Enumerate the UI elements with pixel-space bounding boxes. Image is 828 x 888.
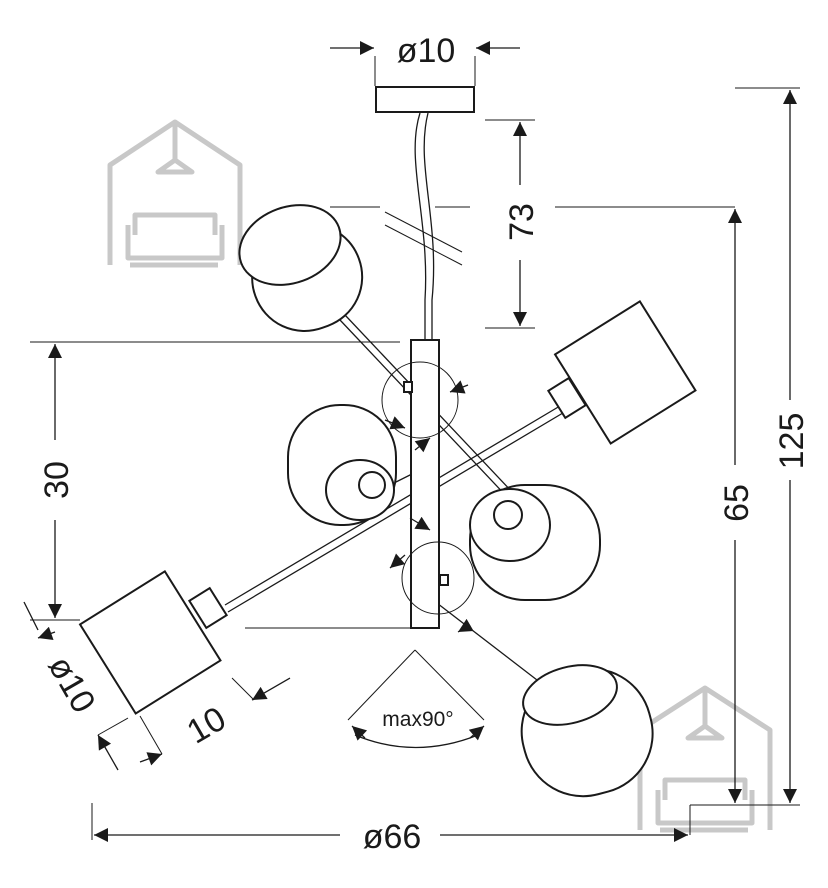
- shade-center-right: [469, 484, 601, 601]
- watermark-logo-bottom-right: [637, 685, 773, 833]
- shade-center-left: [287, 404, 397, 526]
- body-height-label: 65: [718, 484, 756, 522]
- shade-diameter-label: ø10: [40, 650, 102, 720]
- ceiling-canopy: [375, 86, 475, 113]
- total-height-label: 125: [773, 413, 811, 470]
- shade-top-left: [238, 204, 364, 332]
- overall-width-label: ø66: [363, 818, 422, 856]
- extension-lines: [30, 56, 800, 840]
- angle-label: max90°: [382, 708, 453, 731]
- shade-bottom-left: [78, 570, 229, 715]
- drop-length-label: 73: [503, 203, 541, 241]
- watermark-logo-top-left: [107, 119, 243, 268]
- shade-length-label: 10: [181, 700, 233, 752]
- central-body: [381, 339, 475, 633]
- dimension-lines: [23, 41, 797, 842]
- canopy-diameter-label: ø10: [397, 32, 456, 70]
- shade-top-right: [546, 300, 697, 445]
- arm-span-label: 30: [38, 461, 76, 499]
- shade-bottom-right: [520, 664, 654, 798]
- angle-indicator: max90°: [347, 649, 485, 749]
- suspension-cable: [384, 112, 463, 340]
